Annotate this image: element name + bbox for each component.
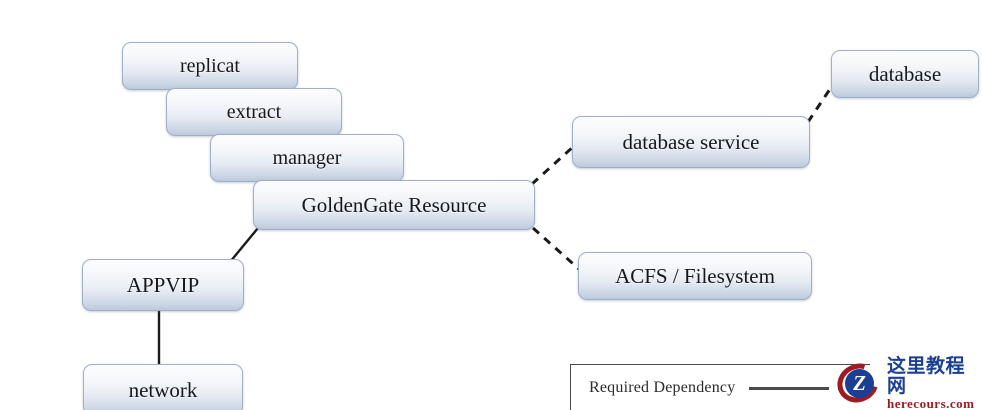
node-label-goldengate: GoldenGate Resource <box>301 192 487 217</box>
connector-goldengate-to-acfs <box>532 226 581 272</box>
herecours-logo-icon: Z <box>830 356 886 410</box>
logo-letter: Z <box>853 371 866 395</box>
logo-disc-shape: Z <box>845 369 874 398</box>
watermark-site-url: herecours.com <box>887 396 975 410</box>
legend-box: Required Dependency <box>570 364 870 410</box>
node-label-acfs-filesystem: ACFS / Filesystem <box>615 263 775 288</box>
node-database-service[interactable]: database service <box>572 116 810 168</box>
watermark-site-name: 这里教程网 <box>887 355 966 398</box>
node-replicat[interactable]: replicat <box>122 42 298 90</box>
node-database[interactable]: database <box>831 50 979 98</box>
node-goldengate[interactable]: GoldenGate Resource <box>253 180 535 230</box>
node-extract[interactable]: extract <box>166 88 342 136</box>
node-label-database: database <box>868 61 942 86</box>
node-network[interactable]: network <box>83 364 243 410</box>
node-acfs-filesystem[interactable]: ACFS / Filesystem <box>578 252 812 300</box>
node-label-extract: extract <box>226 101 282 123</box>
node-label-database-service: database service <box>622 129 760 154</box>
watermark: Z 这里教程网 herecours.com <box>830 355 982 410</box>
node-label-appvip: APPVIP <box>126 272 200 297</box>
node-label-manager: manager <box>272 147 342 169</box>
node-label-replicat: replicat <box>180 55 240 77</box>
connector-goldengate-to-appvip <box>229 227 259 263</box>
legend-row-required-dependency: Required Dependency <box>589 379 830 397</box>
legend-line-solid <box>749 386 830 390</box>
node-appvip[interactable]: APPVIP <box>82 259 244 311</box>
connector-goldengate-to-database-service <box>530 144 576 186</box>
legend-label-required-dependency: Required Dependency <box>589 379 736 396</box>
node-label-network: network <box>128 377 198 402</box>
watermark-text: 这里教程网 herecours.com <box>887 355 982 410</box>
node-manager[interactable]: manager <box>210 134 404 182</box>
